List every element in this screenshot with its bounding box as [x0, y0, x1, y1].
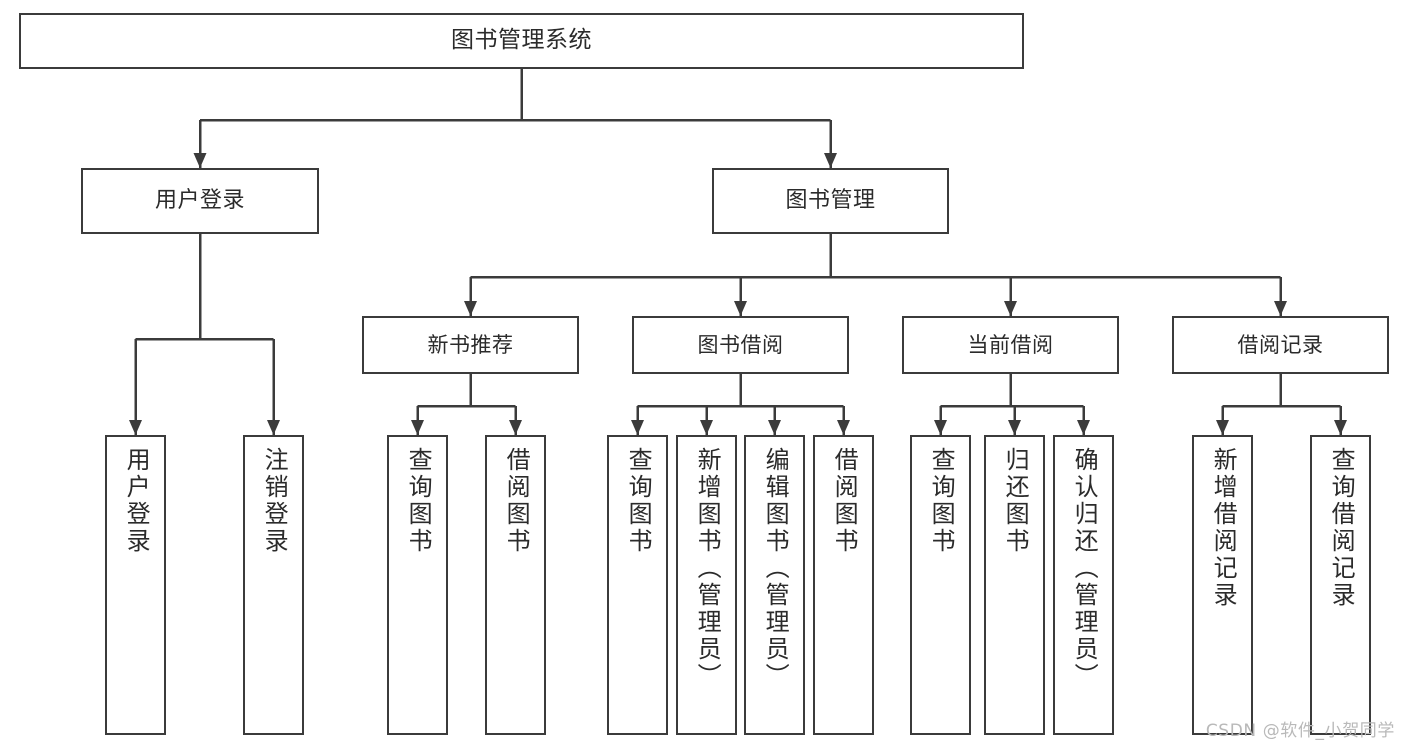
- node-leaf-add-book-label: 新增图书（管理员）: [693, 447, 722, 690]
- node-current-borrow[interactable]: 当前借阅: [902, 316, 1119, 374]
- node-root-system-label: 图书管理系统: [451, 27, 592, 54]
- node-leaf-edit-book-label: 编辑图书（管理员）: [761, 447, 790, 690]
- node-leaf-borrow-book-1[interactable]: 借阅图书: [485, 435, 546, 735]
- node-book-management-label: 图书管理: [785, 188, 876, 214]
- node-leaf-query-book-3[interactable]: 查询图书: [910, 435, 971, 735]
- node-leaf-confirm-return-label: 确认归还（管理员）: [1070, 447, 1099, 690]
- node-leaf-add-record-label: 新增借阅记录: [1209, 447, 1238, 609]
- node-book-borrow[interactable]: 图书借阅: [632, 316, 849, 374]
- node-current-borrow-label: 当前借阅: [967, 332, 1054, 357]
- node-root-system[interactable]: 图书管理系统: [19, 13, 1024, 69]
- node-leaf-return-book[interactable]: 归还图书: [984, 435, 1045, 735]
- node-book-borrow-label: 图书借阅: [697, 332, 784, 357]
- node-leaf-add-record[interactable]: 新增借阅记录: [1192, 435, 1253, 735]
- node-leaf-query-book-3-label: 查询图书: [927, 447, 956, 555]
- node-leaf-user-logout-label: 注销登录: [260, 447, 289, 555]
- node-leaf-query-record[interactable]: 查询借阅记录: [1310, 435, 1371, 735]
- node-borrow-record[interactable]: 借阅记录: [1172, 316, 1389, 374]
- node-leaf-query-book-2-label: 查询图书: [624, 447, 653, 555]
- node-leaf-borrow-book-1-label: 借阅图书: [502, 447, 531, 555]
- node-borrow-record-label: 借阅记录: [1237, 332, 1324, 357]
- node-leaf-borrow-book-2[interactable]: 借阅图书: [813, 435, 874, 735]
- node-leaf-edit-book[interactable]: 编辑图书（管理员）: [744, 435, 805, 735]
- node-leaf-query-book-2[interactable]: 查询图书: [607, 435, 668, 735]
- node-new-book-recommend-label: 新书推荐: [427, 332, 514, 357]
- node-leaf-confirm-return[interactable]: 确认归还（管理员）: [1053, 435, 1114, 735]
- node-new-book-recommend[interactable]: 新书推荐: [362, 316, 579, 374]
- node-leaf-user-logout[interactable]: 注销登录: [243, 435, 304, 735]
- watermark: CSDN @软件_小贺同学: [1205, 721, 1395, 741]
- node-leaf-user-login-label: 用户登录: [122, 447, 151, 555]
- node-user-login[interactable]: 用户登录: [81, 168, 319, 234]
- node-leaf-add-book[interactable]: 新增图书（管理员）: [676, 435, 737, 735]
- node-leaf-query-record-label: 查询借阅记录: [1327, 447, 1356, 609]
- node-leaf-user-login[interactable]: 用户登录: [105, 435, 166, 735]
- node-leaf-return-book-label: 归还图书: [1001, 447, 1030, 555]
- node-leaf-query-book-1-label: 查询图书: [404, 447, 433, 555]
- node-book-management[interactable]: 图书管理: [712, 168, 949, 234]
- node-leaf-query-book-1[interactable]: 查询图书: [387, 435, 448, 735]
- node-user-login-label: 用户登录: [154, 188, 245, 214]
- node-leaf-borrow-book-2-label: 借阅图书: [830, 447, 859, 555]
